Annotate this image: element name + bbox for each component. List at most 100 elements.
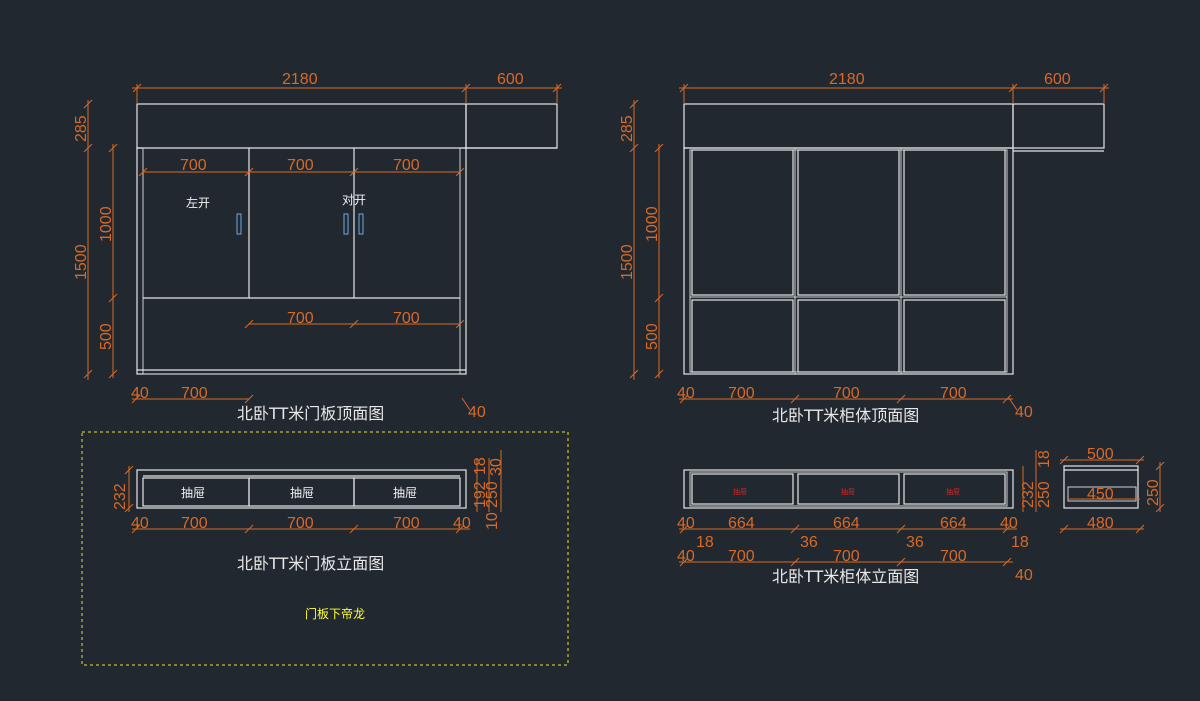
dim-tick <box>679 557 689 567</box>
side-extension <box>465 103 558 149</box>
dim-250: 250 <box>484 481 501 508</box>
dim-40: 40 <box>1015 567 1033 584</box>
dim-tick <box>552 83 562 93</box>
dim-250: 250 <box>1036 481 1053 508</box>
dim-18: 18 <box>472 457 489 475</box>
dim-leader <box>461 397 471 411</box>
dim-700: 700 <box>728 385 755 402</box>
dim-tick <box>629 369 639 379</box>
dim-40: 40 <box>1015 404 1033 421</box>
dim-tick <box>1008 83 1018 93</box>
dim-tick <box>244 524 254 534</box>
dim-tick <box>108 293 118 303</box>
section-inner <box>1067 486 1137 502</box>
door-handle-icon <box>358 213 364 235</box>
dim-30: 30 <box>488 458 505 476</box>
dim-232: 232 <box>1020 481 1037 508</box>
dim-tick <box>629 143 639 153</box>
dim-700: 700 <box>940 548 967 565</box>
dim-tick <box>124 465 134 475</box>
dim-700: 700 <box>393 515 420 532</box>
double-open-label: 对开 <box>342 193 366 207</box>
cabinet-outline <box>683 469 1014 509</box>
dim-600: 600 <box>497 71 524 88</box>
dim-700: 700 <box>181 385 208 402</box>
dim-192: 192 <box>472 481 489 508</box>
dim-tick <box>1135 455 1145 465</box>
cabinet-top-view: 2180 600 40 700 700 700 40 285 1500 1000… <box>619 71 1109 425</box>
door-handle-icon <box>236 213 242 235</box>
drawer-front <box>691 473 794 505</box>
dim-18: 18 <box>1011 534 1029 551</box>
dim-tick <box>132 83 142 93</box>
dim-tick <box>896 524 906 534</box>
dim-232: 232 <box>112 483 129 510</box>
dim-tick <box>790 524 800 534</box>
view-title: 北卧TT米柜体立面图 <box>772 567 919 586</box>
dim-tick <box>1002 557 1012 567</box>
dim-600: 600 <box>1044 71 1071 88</box>
view-title: 北卧TT米柜体顶面图 <box>772 406 919 425</box>
dim-tick <box>790 557 800 567</box>
dim-tick <box>244 394 254 404</box>
dim-480: 480 <box>1087 515 1114 532</box>
dim-700: 700 <box>728 548 755 565</box>
dim-40: 40 <box>1000 515 1018 532</box>
dim-500: 500 <box>98 323 115 350</box>
dim-40: 40 <box>131 385 149 402</box>
compartment <box>903 299 1006 373</box>
dim-40: 40 <box>453 515 471 532</box>
drawer-label: 抽屉 <box>290 486 314 500</box>
dim-tick <box>1155 461 1165 471</box>
dim-tick <box>244 319 254 329</box>
dim-664: 664 <box>728 515 755 532</box>
dim-tick <box>1059 455 1069 465</box>
dim-700: 700 <box>287 515 314 532</box>
dim-tick <box>455 319 465 329</box>
dim-250: 250 <box>1145 479 1162 506</box>
dim-450: 450 <box>1087 486 1114 503</box>
dim-700: 700 <box>180 157 207 174</box>
dim-tick <box>455 524 465 534</box>
dim-1000: 1000 <box>644 206 661 242</box>
compartment <box>691 299 794 373</box>
dim-1500: 1500 <box>619 244 636 280</box>
compartment <box>797 299 900 373</box>
dim-tick <box>1002 524 1012 534</box>
dim-tick <box>629 99 639 109</box>
dim-tick <box>1099 83 1109 93</box>
dim-664: 664 <box>833 515 860 532</box>
dim-2180: 2180 <box>829 71 865 88</box>
dim-leader <box>1008 397 1018 411</box>
door-handle-icon <box>343 213 349 235</box>
drawer-label: 抽屉 <box>841 487 855 496</box>
dim-285: 285 <box>619 115 636 142</box>
dim-500: 500 <box>644 323 661 350</box>
dim-500: 500 <box>1087 446 1114 463</box>
top-ceiling-band <box>683 103 1014 149</box>
side-extension <box>1012 103 1105 149</box>
cabinet-outline <box>683 147 1014 375</box>
dim-tick <box>138 167 148 177</box>
dim-1500: 1500 <box>73 244 90 280</box>
dim-tick <box>131 394 141 404</box>
left-open-label: 左开 <box>186 195 210 210</box>
dim-tick <box>790 394 800 404</box>
dim-700: 700 <box>181 515 208 532</box>
dim-tick <box>131 524 141 534</box>
drawer-label: 抽屉 <box>946 487 960 496</box>
dim-tick <box>349 319 359 329</box>
dim-40: 40 <box>677 385 695 402</box>
dim-36: 36 <box>800 534 818 551</box>
dim-700: 700 <box>287 310 314 327</box>
side-section-view: 500 450 480 250 <box>1059 446 1165 534</box>
view-title: 北卧TT米门板顶面图 <box>237 404 384 423</box>
drawer-front <box>903 473 1006 505</box>
dim-tick <box>1155 503 1165 513</box>
note-text: 门板下帝龙 <box>305 606 365 621</box>
panel-outline <box>136 469 467 509</box>
drawer-label: 抽屉 <box>393 486 417 500</box>
top-ceiling-band <box>136 103 467 149</box>
drawer-label: 抽屉 <box>181 486 205 500</box>
